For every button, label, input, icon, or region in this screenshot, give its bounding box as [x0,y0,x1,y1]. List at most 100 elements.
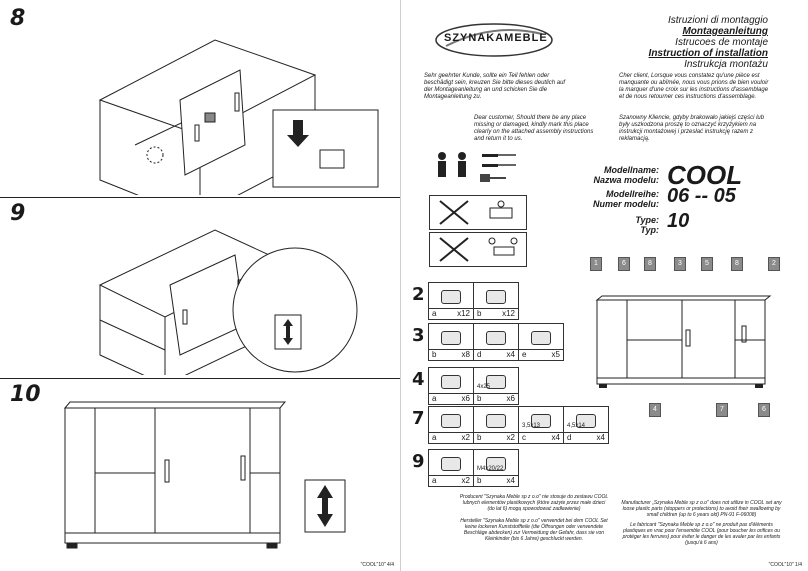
part-quantity: x2 [461,476,470,485]
part-cell: 4,5x14 d x4 [563,406,609,444]
part-icon [486,457,506,471]
part-cell: M4x20/22 b x4 [473,449,519,487]
part-callout: 2 [768,257,780,271]
part-cell: e x5 [518,323,564,361]
tools-icon [438,152,516,182]
part-cell: b x8 [428,323,474,361]
part-letter: d [477,350,482,359]
left-page: 8 9 10 [0,0,401,571]
part-label: b x4 [474,475,518,486]
model-number-label-pl: Numer modelu: [592,199,659,209]
divider [0,197,400,198]
part-quantity: x12 [502,309,515,318]
instruction-titles: Istruzioni di montaggio Montageanleitung… [649,15,768,70]
parts-step-number: 4 [412,369,425,390]
part-icon [441,331,461,345]
part-label: b x8 [429,349,473,360]
handling-warning-icon [439,200,513,225]
part-callout: 6 [758,403,770,417]
part-letter: a [432,394,437,403]
title-it: Istruzioni di montaggio [667,15,768,26]
note-en: Dear customer, Should there be any place… [474,115,594,142]
part-spec: 3,5x13 [522,423,541,429]
part-quantity: x4 [596,433,605,442]
part-spec: 4,5x14 [567,423,586,429]
part-icon [576,414,596,428]
part-letter: b [477,433,482,442]
handling-warning-panel [429,195,527,230]
note-pl: Szanowny Kliencie, gdyby brakowało jakie… [619,115,765,142]
step-8-illustration [98,39,379,195]
part-letter: b [477,476,482,485]
part-icon [486,290,506,304]
legal-en: Manufacturer „Szynaka Meble sp z o.o" do… [621,500,782,518]
part-letter: b [432,350,437,359]
part-callout: 5 [701,257,713,271]
part-callout: 8 [731,257,743,271]
part-icon [486,331,506,345]
page-footer: "COOL"10" 1/4 [768,562,802,568]
part-quantity: x5 [551,350,560,359]
part-letter: a [432,433,437,442]
part-callout: 1 [590,257,602,271]
part-cell: d x4 [473,323,519,361]
brand-name: SZYNAKAMEBLE [444,32,548,44]
legal-pl: Producent "Szynaka Meble sp z o.o" nie s… [459,494,609,512]
part-quantity: x4 [506,350,515,359]
part-quantity: x12 [457,309,470,318]
part-spec: 4x25 [477,384,491,390]
right-page: SZYNAKAMEBLE Istruzioni di montaggio Mon… [404,0,808,571]
note-fr: Cher client, Lorsque vous constatez qu'u… [619,73,769,100]
part-cell: 3,5x13 c x4 [518,406,564,444]
parts-step-number: 2 [412,284,425,305]
step-9-illustration [98,229,358,375]
legal-de: Hersteller "Szynaka Meble sp z o.o" verw… [460,518,608,542]
title-pt: Istrucoes de montaje [675,37,768,48]
part-icon [531,331,551,345]
part-cell: b x12 [473,282,519,320]
step-10-illustration [63,401,346,549]
part-quantity: x2 [506,433,515,442]
part-quantity: x8 [461,350,470,359]
part-letter: c [522,433,526,442]
title-de: Montageanleitung [682,26,768,37]
part-quantity: x4 [551,433,560,442]
part-icon [441,414,461,428]
part-label: d x4 [564,432,608,443]
step-10-number: 10 [10,382,41,407]
part-letter: e [522,350,527,359]
model-name-value: COOL [667,160,743,190]
step-9-number: 9 [10,201,26,226]
part-icon [486,375,506,389]
carry-panel [429,232,527,267]
title-en: Instruction of installation [648,48,768,59]
two-person-carry-icon [439,237,518,262]
parts-step-number: 3 [412,325,425,346]
part-icon [531,414,551,428]
part-letter: d [567,433,572,442]
model-number-label-de: Modellreihe: [605,189,659,199]
page-footer: "COOL"10" 4/4 [360,562,394,568]
note-de: Sehr geehrter Kunde, sollte ein Teil feh… [424,73,566,100]
part-callout: 4 [649,403,661,417]
part-spec: M4x20/22 [477,466,504,472]
part-label: b x2 [474,432,518,443]
part-letter: b [477,309,482,318]
type-label-pl: Typ: [640,225,659,235]
step-8-number: 8 [10,6,26,31]
part-icon [441,375,461,389]
part-quantity: x4 [506,476,515,485]
part-label: c x4 [519,432,563,443]
part-callout: 3 [674,257,686,271]
parts-step-number: 9 [412,451,425,472]
legal-fr: Le fabricant "Szynaka Meble sp z o.o" ne… [622,522,781,546]
